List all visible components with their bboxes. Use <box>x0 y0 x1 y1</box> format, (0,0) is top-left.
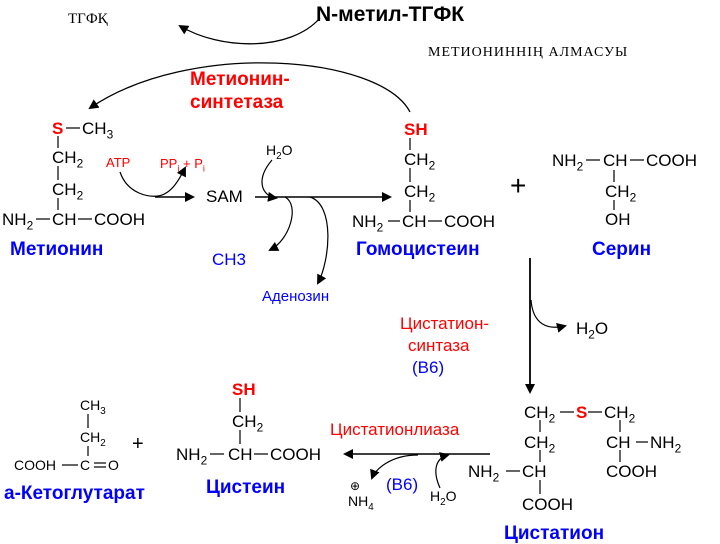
atp-curve <box>119 166 186 197</box>
homocysteine-sh: SH <box>404 120 428 139</box>
cystathionine-nh2-left: NH2 <box>468 462 500 485</box>
adenosine-label: Аденозин <box>262 288 330 305</box>
cysteine-bonds <box>210 398 268 455</box>
water-in-curve <box>261 159 278 202</box>
plus-sign-small: + <box>132 433 144 455</box>
ch3-label: CH3 <box>212 250 247 269</box>
methionine-s: S <box>52 119 64 138</box>
cystathionine-ch-left: CH <box>522 462 547 481</box>
water-mid-label: H2O <box>576 319 609 342</box>
ketoglutarate-name: a-Кетоглутарат <box>4 483 145 504</box>
ketoglutarate-ch2: CH2 <box>80 429 106 449</box>
n-methyl-tgfk-label: N-метил-ТГФК <box>316 3 465 26</box>
methionine-cooh: COOH <box>94 210 145 229</box>
cystathionine-lyase-cofactor: (В6) <box>386 475 419 494</box>
methionine-nh2: NH2 <box>2 210 34 233</box>
nh4-charge: ⊕ <box>350 479 361 493</box>
nh4-label: NH4 <box>348 493 374 513</box>
homocysteine-ch2b: CH2 <box>404 182 436 205</box>
serine-cooh: COOH <box>646 151 697 170</box>
homocysteine-cooh: COOH <box>444 212 495 231</box>
ketoglutarate-c: C <box>80 457 91 473</box>
nh4-out-curve <box>370 454 419 480</box>
cysteine-cooh: COOH <box>270 445 321 464</box>
ketoglutarate-ch3: CH3 <box>80 397 106 417</box>
tgfk-recycle-arrow <box>178 17 321 45</box>
ketoglutarate-o: O <box>108 457 119 473</box>
cystathionine-ch-right: CH <box>606 433 631 452</box>
cysteine-nh2: NH2 <box>176 445 208 468</box>
serine-bonds <box>586 159 644 210</box>
methionine-synthetase-line2: синтетаза <box>190 92 284 113</box>
cystathionine-bonds <box>506 411 648 494</box>
cystathionine-ch2c: CH2 <box>524 433 556 456</box>
cystathionine-nh2-right: NH2 <box>650 433 682 456</box>
water-bottom-curve <box>435 452 450 489</box>
atp-label: ATP <box>106 155 131 170</box>
ppi-pi-label: PPi + Pi <box>160 156 205 174</box>
remethylation-arrow <box>88 62 411 113</box>
tgfk-label: ТГФҚ <box>68 11 108 27</box>
methionine-ch2b: CH2 <box>52 180 84 203</box>
homocysteine-name: Гомоцистеин <box>356 239 480 260</box>
homocysteine-ch: CH <box>402 212 427 231</box>
methionine-ch3: CH3 <box>82 119 114 142</box>
water-out-curve <box>530 299 567 333</box>
ch3-out-curve <box>268 196 293 251</box>
plus-sign: + <box>510 170 527 201</box>
ketoglutarate-bonds <box>62 414 106 468</box>
cystathionine-synthase-line2: синтаза <box>408 336 470 355</box>
ketoglutarate-cooh: COOH <box>14 457 56 473</box>
water-bottom-label: H2O <box>430 488 457 508</box>
water-top-label: H2O <box>266 142 293 162</box>
cystathionine-synthase-line1: Цистатион- <box>400 314 490 333</box>
methionine-ch2a: CH2 <box>52 148 84 171</box>
homocysteine-ch2a: CH2 <box>404 150 436 173</box>
cysteine-ch: CH <box>228 445 253 464</box>
cystathionine-synthase-cofactor: (В6) <box>412 358 445 377</box>
section-title: МЕТИОНИННІҢ АЛМАСУЫ <box>428 45 629 60</box>
sam-label: SAM <box>206 187 243 206</box>
cysteine-name: Цистеин <box>206 477 286 498</box>
methionine-bonds <box>36 127 92 220</box>
cystathionine-name: Цистатион <box>504 523 605 544</box>
serine-ch2: CH2 <box>605 182 637 205</box>
cystathionine-cooh-right: COOH <box>606 462 657 481</box>
homocysteine-bonds <box>388 138 442 222</box>
methionine-ch: CH <box>52 210 77 229</box>
cystathionine-lyase: Цистатионлиаза <box>330 420 460 439</box>
adenosine-out-curve <box>309 196 329 285</box>
cystathionine-ch2b: CH2 <box>604 403 636 426</box>
cysteine-ch2: CH2 <box>232 412 264 435</box>
cystathionine-cooh-left: COOH <box>522 495 573 514</box>
cystathionine-ch2a: CH2 <box>524 403 556 426</box>
serine-oh: OH <box>605 210 631 229</box>
cysteine-sh: SH <box>232 380 256 399</box>
serine-name: Серин <box>592 239 652 260</box>
methionine-name: Метионин <box>10 239 104 260</box>
homocysteine-nh2: NH2 <box>352 212 384 235</box>
serine-nh2: NH2 <box>552 151 584 174</box>
methionine-synthetase-line1: Метионин- <box>190 69 290 90</box>
serine-ch: CH <box>603 151 628 170</box>
cystathionine-s: S <box>576 403 588 422</box>
